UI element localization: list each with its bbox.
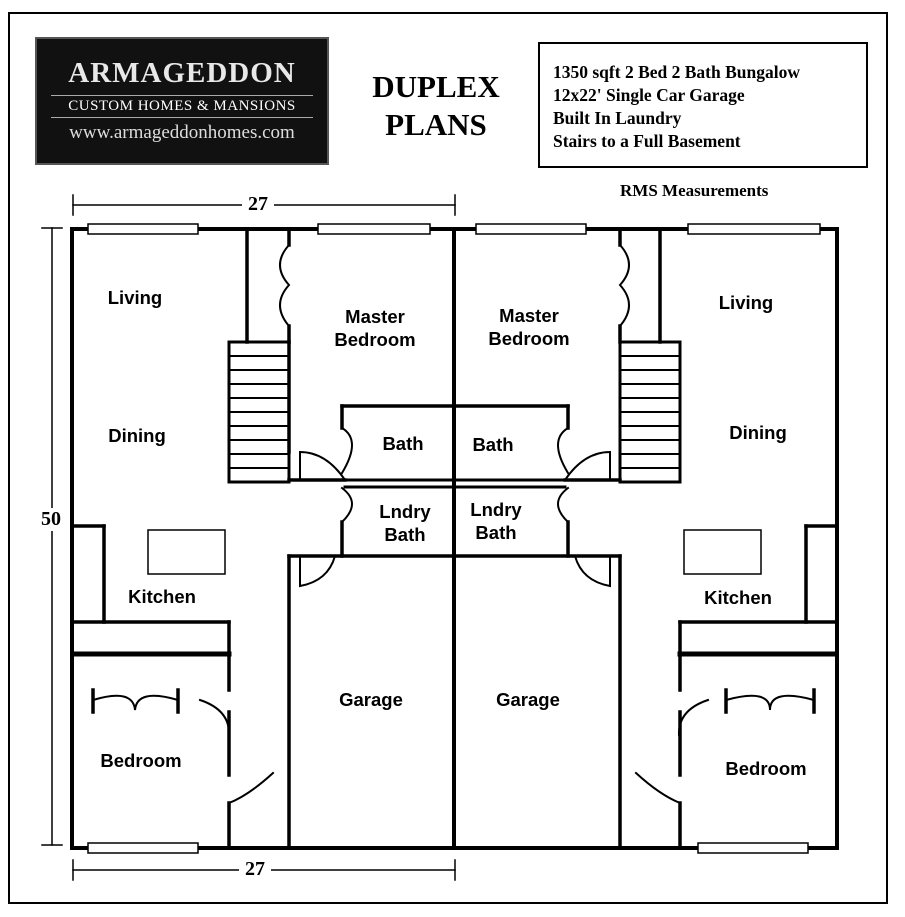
room-kitchen-right: Kitchen [704, 587, 772, 608]
dimension-width-bottom: 27 [239, 858, 271, 881]
plan-title-line1: DUPLEX [372, 69, 500, 104]
plan-title: DUPLEX PLANS [348, 68, 524, 144]
kitchen-island-left [147, 529, 226, 575]
room-living-right: Living [718, 292, 774, 313]
room-bedroom-right: Bedroom [725, 758, 807, 779]
page-frame [8, 12, 888, 904]
kitchen-island-right [683, 529, 762, 575]
room-kitchen-left: Kitchen [128, 586, 196, 607]
room-bedroom-left: Bedroom [100, 750, 182, 771]
room-master-bedroom-right: Master Bedroom [488, 305, 570, 349]
stairs-left [228, 355, 290, 469]
room-garage-right: Garage [496, 689, 560, 710]
logo-tagline: CUSTOM HOMES & MANSIONS [51, 95, 313, 118]
interior-walls-left [72, 230, 622, 847]
room-bath-right: Bath [472, 434, 514, 455]
interior-walls-right [563, 230, 837, 847]
room-master-bedroom-left: Master Bedroom [334, 306, 416, 350]
logo-brand: ARMAGEDDON [68, 57, 296, 89]
room-bath-left: Bath [382, 433, 424, 454]
dimension-width-top: 27 [242, 193, 274, 216]
room-dining-left: Dining [108, 425, 166, 446]
exterior-walls [70, 227, 839, 850]
info-line: 1350 sqft 2 Bed 2 Bath Bungalow [553, 62, 800, 82]
room-living-left: Living [107, 287, 163, 308]
room-garage-left: Garage [339, 689, 403, 710]
laundry-walls [343, 478, 567, 489]
info-line: Stairs to a Full Basement [553, 131, 741, 151]
windows [87, 223, 821, 854]
room-laundry-bath-left: Lndry Bath [379, 501, 431, 545]
measurement-note: RMS Measurements [620, 181, 769, 200]
door-swings [91, 243, 816, 805]
stairs-right [619, 355, 681, 469]
info-line: 12x22' Single Car Garage [553, 85, 745, 105]
info-line: Built In Laundry [553, 108, 682, 128]
room-laundry-bath-right: Lndry Bath [470, 499, 522, 543]
plan-title-line2: PLANS [385, 107, 487, 142]
dimension-depth: 50 [35, 508, 67, 531]
plan-info-box: 1350 sqft 2 Bed 2 Bath Bungalow 12x22' S… [538, 42, 868, 168]
logo-url: www.armageddonhomes.com [69, 122, 295, 143]
company-logo: ARMAGEDDON CUSTOM HOMES & MANSIONS www.a… [35, 37, 329, 165]
room-dining-right: Dining [729, 422, 787, 443]
